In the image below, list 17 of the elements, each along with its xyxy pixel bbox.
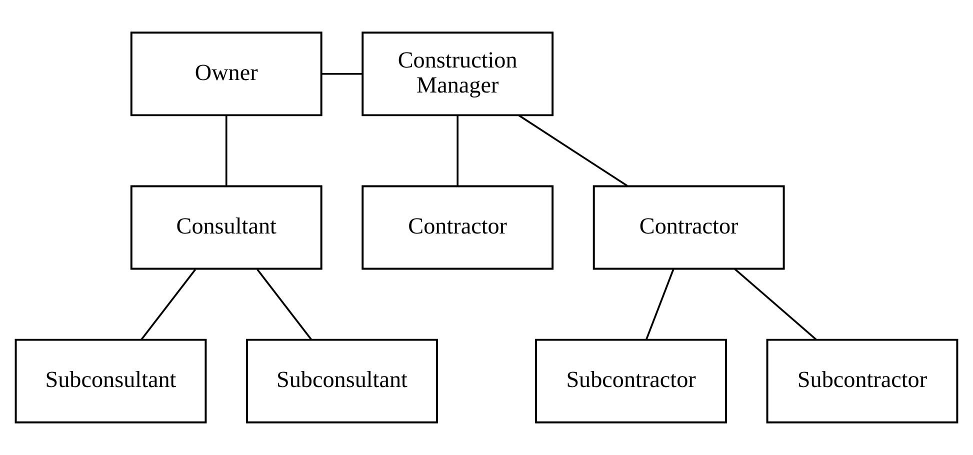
- node-box: Contractor: [592, 185, 785, 270]
- node-box: Consultant: [130, 185, 322, 270]
- connector: [456, 116, 458, 186]
- connector: [734, 268, 817, 340]
- node-box: Subcontractor: [535, 338, 727, 424]
- node-box: Subcontractor: [766, 338, 958, 424]
- connector: [646, 269, 674, 340]
- node-box: Owner: [130, 32, 322, 116]
- node-box: Construction Manager: [362, 32, 554, 116]
- node-box: Subconsultant: [246, 338, 438, 424]
- node-box: Contractor: [362, 185, 554, 270]
- connector: [518, 114, 628, 187]
- connector: [140, 268, 196, 340]
- node-box: Subconsultant: [14, 338, 207, 424]
- connector: [322, 73, 363, 75]
- connector: [256, 268, 312, 340]
- connector: [225, 116, 228, 186]
